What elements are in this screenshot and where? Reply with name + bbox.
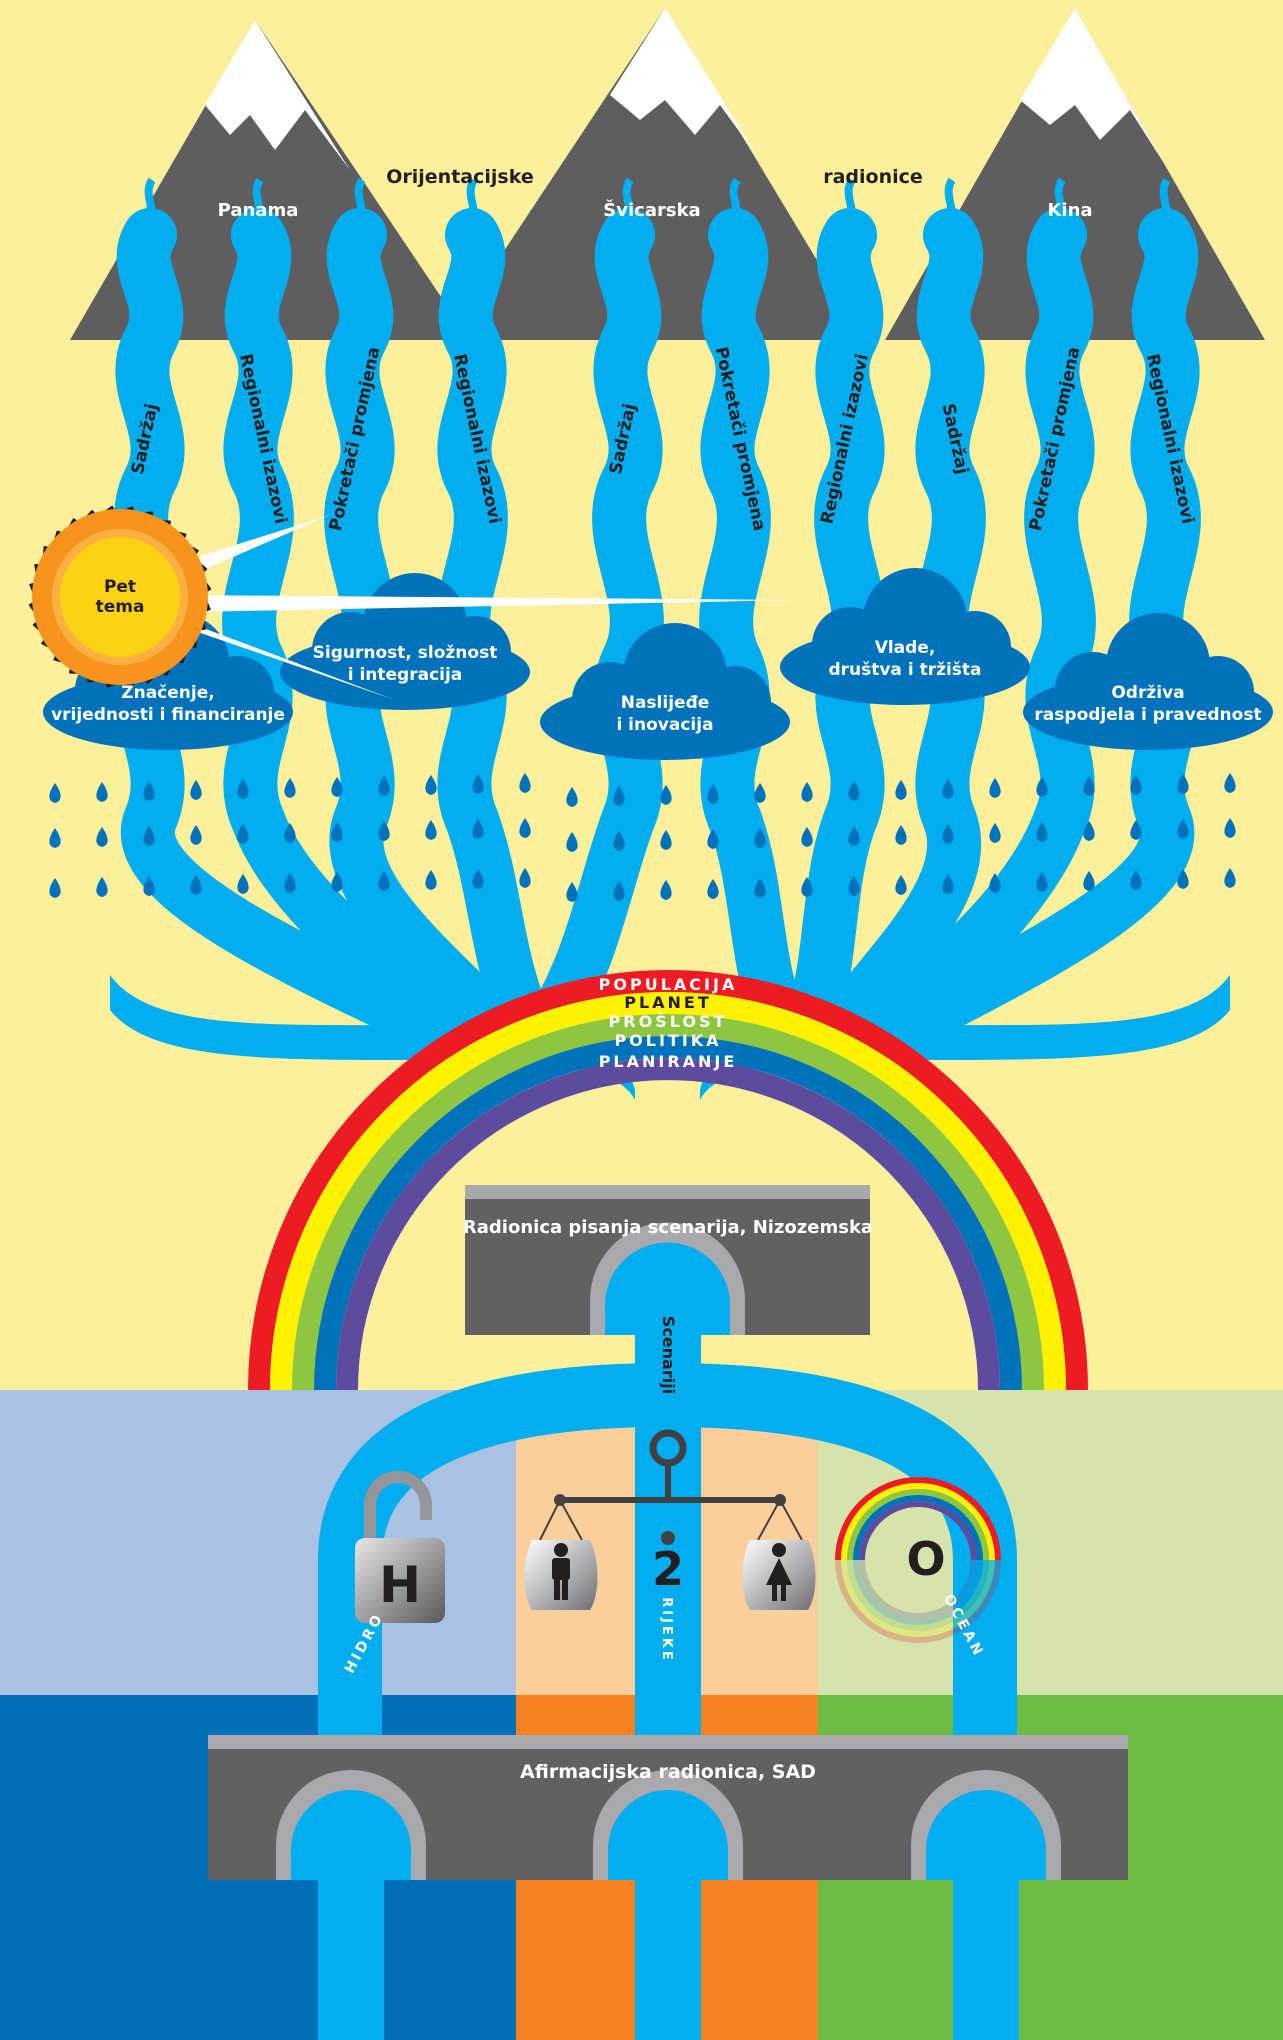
mountain-label-china: Kina [1047,200,1092,221]
lock-letter: H [379,1556,421,1614]
outflow-middle [635,1880,701,2040]
orientation-label-1: Orijentacijske [386,166,533,188]
scenario-workshop-title: Radionica pisanja scenarija, Nizozemska [463,1217,873,1238]
mountain-label-switzerland: Švicarska [603,199,700,221]
ocean-letter: O [906,1532,945,1586]
rainbow-label-5: PLANIRANJE [599,1052,738,1071]
orientation-label-2: radionice [823,166,923,188]
outflow-left [318,1880,384,2040]
scenario-workshop-bridge [465,1185,870,1335]
river-source-8 [949,180,953,230]
cloud-label-2-line1: Sigurnost, složnost [313,643,498,663]
river-source-1 [149,180,153,230]
affirmation-workshop-title: Afirmacijska radionica, SAD [520,1761,816,1783]
affirmation-workshop-bridge [208,1735,1128,1880]
rainbow-label-3: PROŠLOST [609,1012,728,1031]
river-source-3 [359,180,363,230]
rainbow-label-1: POPULACIJA [599,975,738,994]
number-two: 2 [652,1542,684,1596]
rainbow-label-4: POLITIKA [614,1031,721,1050]
cloud-label-5-line1: Održiva [1111,683,1184,703]
cloud-label-2-line2: i integracija [348,665,463,685]
rainbow-label-2: PLANET [624,993,712,1012]
cloud-label-1-line2: vrijednosti i financiranje [51,705,285,725]
scenario-river-label: Scenariji [659,1316,678,1394]
sun-label-line2: tema [96,597,145,617]
mountain-label-panama: Panama [218,200,299,221]
river-source-6 [734,180,738,230]
cloud-label-3-line1: Naslijeđe [621,693,710,713]
sun-label-line1: Pet [104,577,136,597]
branch-label-rijeke: RIJEKE [659,1597,674,1663]
cloud-label-4-line2: društva i tržišta [828,660,981,680]
cloud-label-1-line1: Značenje, [121,683,214,703]
cloud-label-5-line2: raspodjela i pravednost [1034,705,1261,725]
river-source-10 [1164,180,1168,230]
outflow-right [953,1880,1019,2040]
cloud-label-4-line1: Vlade, [875,638,936,658]
cloud-label-3-line2: i inovacija [616,715,713,735]
